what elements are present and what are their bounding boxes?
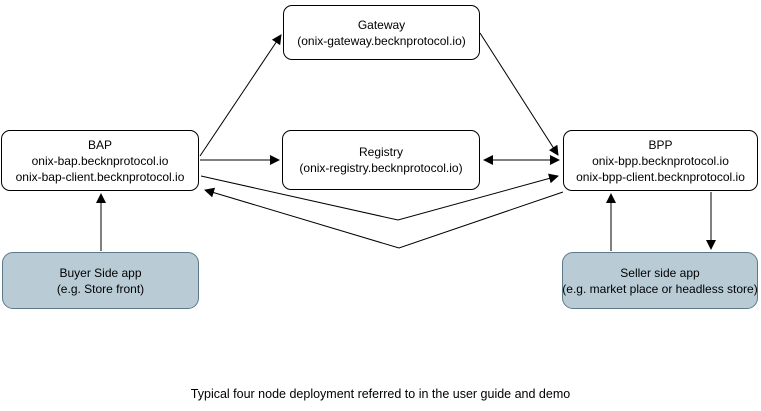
arrow-gateway-to-bpp bbox=[479, 32, 559, 156]
node-seller-title: Seller side app bbox=[620, 265, 700, 280]
node-gateway-domain: (onix-gateway.becknprotocol.io) bbox=[297, 33, 466, 48]
arrow-bap-to-gateway bbox=[199, 34, 282, 157]
node-gateway-title: Gateway bbox=[357, 17, 406, 32]
node-bpp-domain: onix-bpp.becknprotocol.io bbox=[592, 153, 729, 168]
node-registry: Registry (onix-registry.becknprotocol.io… bbox=[282, 130, 480, 190]
node-gateway: Gateway (onix-gateway.becknprotocol.io) bbox=[283, 5, 480, 60]
node-bap-domain: onix-bap.becknprotocol.io bbox=[31, 153, 169, 168]
node-seller-example: (e.g. market place or headless store) bbox=[562, 281, 758, 296]
node-buyer-title: Buyer Side app bbox=[59, 265, 142, 280]
node-seller-side-app: Seller side app (e.g. market place or he… bbox=[562, 252, 758, 309]
node-bpp-title: BPP bbox=[648, 137, 673, 152]
node-bap-title: BAP bbox=[87, 137, 112, 152]
node-bap: BAP onix-bap.becknprotocol.io onix-bap-c… bbox=[1, 130, 199, 191]
node-bpp: BPP onix-bpp.becknprotocol.io onix-bpp-c… bbox=[563, 130, 758, 191]
diagram-caption: Typical four node deployment referred to… bbox=[190, 387, 571, 401]
node-buyer-side-app: Buyer Side app (e.g. Store front) bbox=[2, 252, 199, 309]
node-registry-title: Registry bbox=[358, 145, 403, 159]
node-bap-client-domain: onix-bap-client.becknprotocol.io bbox=[15, 169, 185, 184]
arrow-bpp-to-bap bbox=[204, 187, 564, 249]
node-bpp-client-domain: onix-bpp-client.becknprotocol.io bbox=[576, 169, 745, 184]
node-registry-domain: (onix-registry.becknprotocol.io) bbox=[299, 161, 463, 175]
node-buyer-example: (e.g. Store front) bbox=[56, 281, 145, 296]
